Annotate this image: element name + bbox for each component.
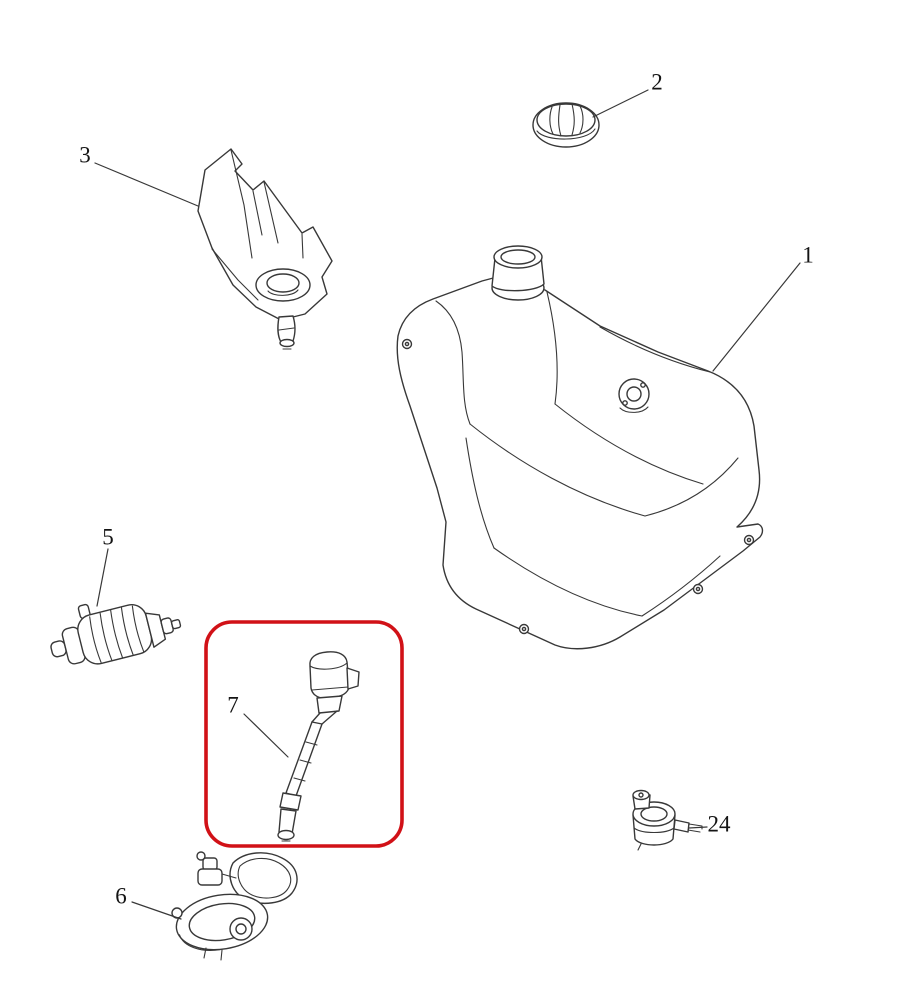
leader-line-24 <box>688 826 708 829</box>
leader-line-1 <box>712 262 801 372</box>
fuel-cap-drawing <box>532 102 600 148</box>
part-label-2: 2 <box>651 69 663 95</box>
part-label-7: 7 <box>227 692 239 718</box>
leader-line-2 <box>592 89 649 118</box>
part-label-5: 5 <box>102 524 114 550</box>
part-label-24: 24 <box>707 811 731 837</box>
leader-line-7 <box>243 713 289 758</box>
leader-line-5 <box>96 548 109 607</box>
valve-drawing <box>632 789 703 851</box>
bracket-drawing <box>197 148 333 350</box>
part-label-6: 6 <box>115 883 127 909</box>
highlight-box <box>204 620 404 848</box>
leader-line-3 <box>94 162 199 207</box>
fuel-pump-drawing <box>171 851 298 961</box>
fuel-tank-drawing <box>396 245 764 650</box>
leader-lines <box>94 89 801 920</box>
fuel-filter-drawing <box>50 603 182 665</box>
fuel-sensor-drawing <box>277 651 360 842</box>
part-label-3: 3 <box>79 142 91 168</box>
leader-line-6 <box>131 901 182 920</box>
part-label-1: 1 <box>802 242 814 268</box>
